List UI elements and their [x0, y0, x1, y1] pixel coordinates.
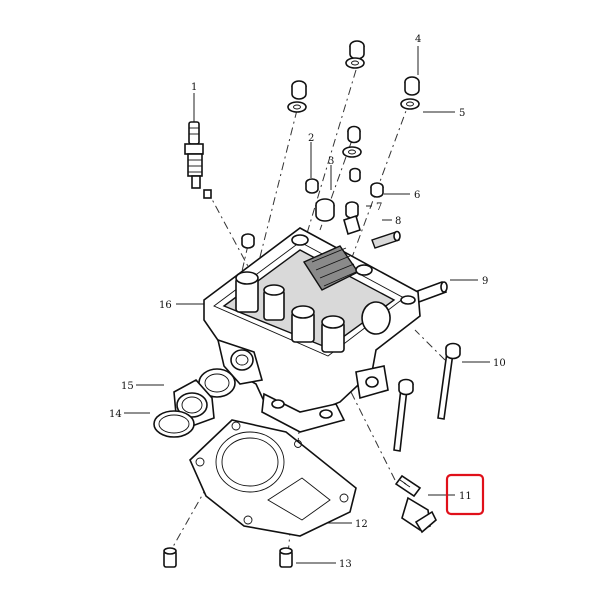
callout-3: 3	[328, 156, 334, 167]
cylinder-head-nut-washers	[287, 40, 420, 158]
callout-6: 6	[414, 190, 420, 201]
highlight-box	[445, 473, 485, 516]
callout-9: 9	[482, 276, 488, 287]
intake-joint	[153, 368, 236, 438]
callout-8: 8	[395, 216, 401, 227]
cylinder-head	[203, 227, 421, 433]
callout-5: 5	[459, 108, 465, 119]
callout-14: 14	[109, 409, 122, 420]
callout-2: 2	[308, 133, 314, 144]
callout-7: 7	[376, 202, 382, 213]
callout-4: 4	[415, 34, 421, 45]
dowel-pins	[163, 547, 293, 568]
cylinder-head-gasket	[189, 419, 357, 537]
small-fasteners	[241, 167, 401, 249]
callout-10: 10	[493, 358, 506, 369]
callout-12: 12	[355, 519, 368, 530]
callout-16: 16	[159, 300, 172, 311]
spark-plug	[184, 121, 212, 199]
water-temperature-sensor	[394, 474, 437, 534]
callout-labels: 1 2 3 4 5 6 7 8 9 10 11 12 13 14 15 16	[109, 34, 506, 570]
callout-1: 1	[191, 82, 197, 93]
callout-13: 13	[339, 559, 352, 570]
callout-11: 11	[459, 491, 472, 502]
callout-15: 15	[121, 381, 134, 392]
long-bolts	[393, 342, 461, 452]
